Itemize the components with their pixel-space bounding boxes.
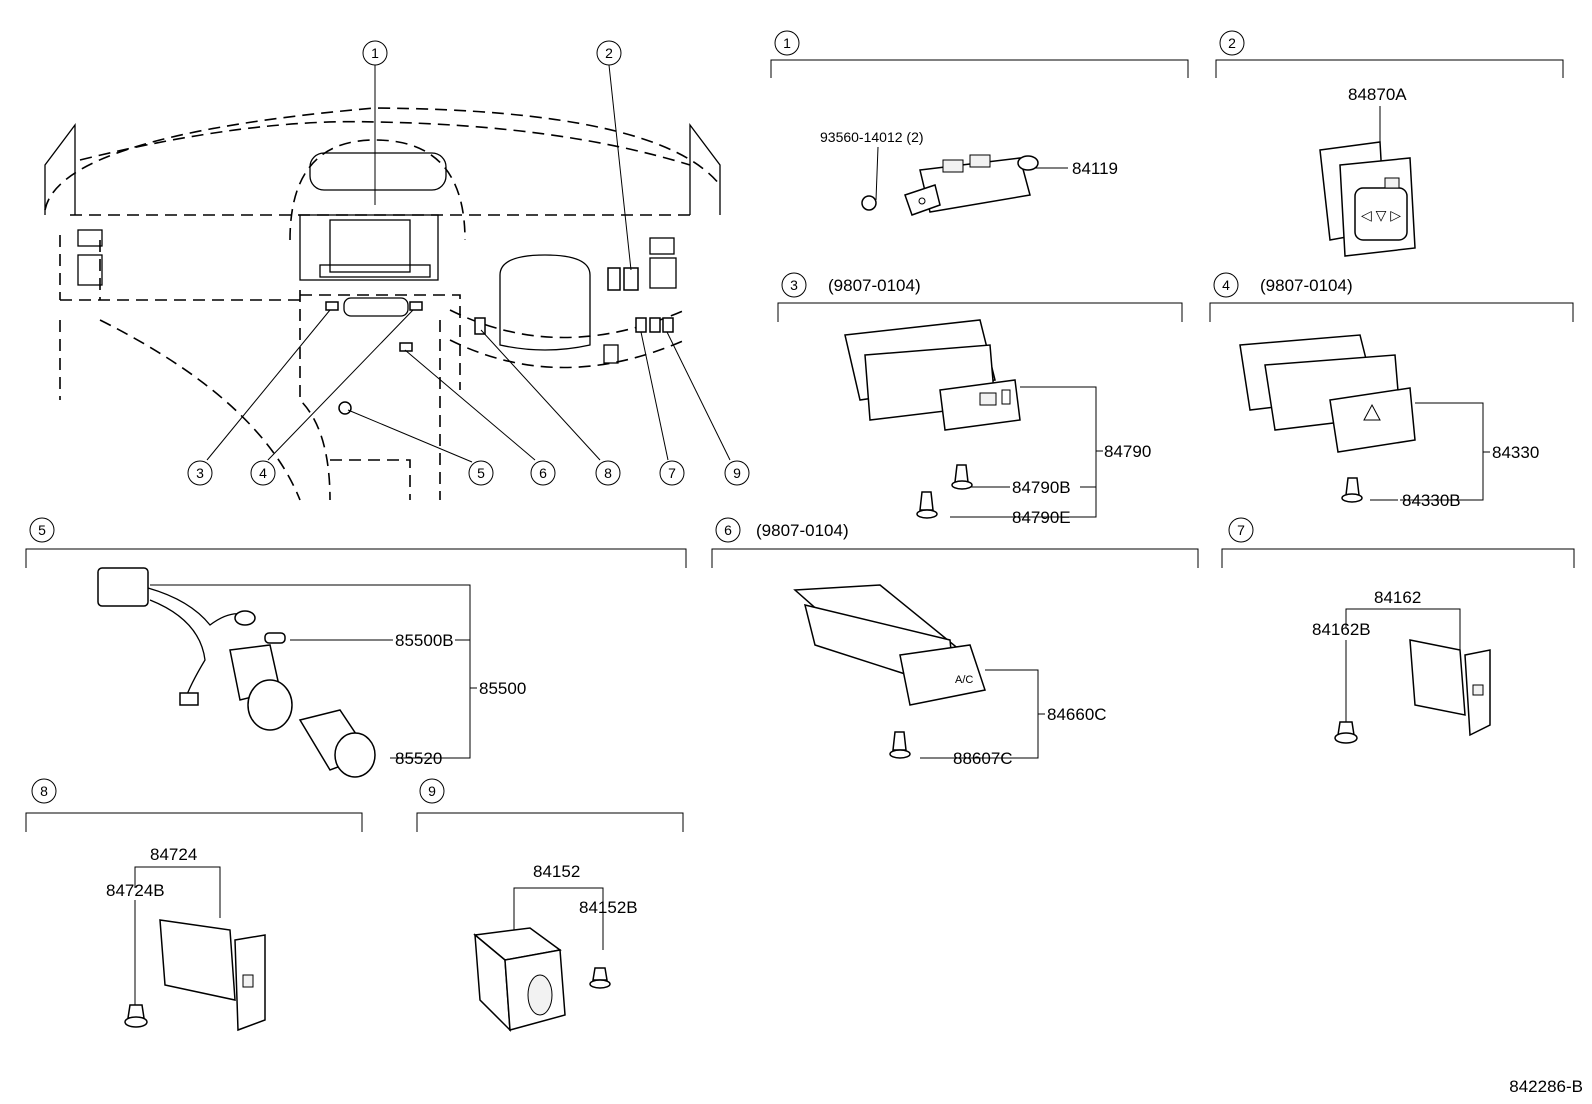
callout-1: 1	[371, 45, 379, 61]
overview-leaders	[206, 64, 731, 463]
section-7-number: 7	[1237, 522, 1245, 538]
part-84330: 84330	[1492, 443, 1539, 462]
callout-4: 4	[259, 465, 267, 481]
section-3-number: 3	[790, 277, 798, 293]
section-5-number: 5	[38, 522, 46, 538]
callout-9: 9	[733, 465, 741, 481]
part-84152: 84152	[533, 862, 580, 881]
part-84790: 84790	[1104, 442, 1151, 461]
section-6: 6 (9807-0104) A/C 84660C 88607C	[711, 517, 1199, 768]
part-84162: 84162	[1374, 588, 1421, 607]
part-93560-14012: 93560-14012 (2)	[820, 129, 924, 145]
section-4-number: 4	[1222, 277, 1230, 293]
section-9-number: 9	[428, 783, 436, 799]
callout-5: 5	[477, 465, 485, 481]
callout-8: 8	[604, 465, 612, 481]
section-3-date: (9807-0104)	[828, 276, 921, 295]
section-9: 9 84152 84152B	[416, 778, 684, 1032]
section-3: 3 (9807-0104) 84790 84790B 84790E	[777, 272, 1183, 527]
svg-text:◁ ▽ ▷: ◁ ▽ ▷	[1361, 207, 1401, 223]
part-84162B: 84162B	[1312, 620, 1371, 639]
part-85500: 85500	[479, 679, 526, 698]
part-85500B: 85500B	[395, 631, 454, 650]
part-84870A: 84870A	[1348, 85, 1407, 104]
ac-button-label: A/C	[955, 674, 973, 686]
diagram-id: 842286-B	[1509, 1077, 1583, 1096]
dashboard-overview	[44, 107, 721, 501]
section-2: 2 84870A ◁ ▽ ▷	[1215, 30, 1564, 257]
overview-callouts: 1 2 3 4 5 6 8 7 9	[187, 40, 750, 486]
part-84790E: 84790E	[1012, 508, 1071, 527]
part-84724B: 84724B	[106, 881, 165, 900]
section-7: 7 84162 84162B	[1221, 517, 1575, 744]
part-85520: 85520	[395, 749, 442, 768]
part-84660C: 84660C	[1047, 705, 1107, 724]
part-84724: 84724	[150, 845, 197, 864]
section-2-number: 2	[1228, 35, 1236, 51]
section-1-number: 1	[783, 35, 791, 51]
section-4-date: (9807-0104)	[1260, 276, 1353, 295]
callout-7: 7	[668, 465, 676, 481]
callout-2: 2	[605, 45, 613, 61]
part-84119: 84119	[1072, 159, 1118, 178]
section-8-number: 8	[40, 783, 48, 799]
part-84152B: 84152B	[579, 898, 638, 917]
callout-6: 6	[539, 465, 547, 481]
section-6-number: 6	[724, 522, 732, 538]
section-6-date: (9807-0104)	[756, 521, 849, 540]
section-1: 1 93560-14012 (2) 84119	[770, 30, 1189, 216]
part-88607C: 88607C	[953, 749, 1013, 768]
callout-3: 3	[196, 465, 204, 481]
section-5: 5 85500B 85500 85520	[25, 517, 687, 778]
part-84330B: 84330B	[1402, 491, 1461, 510]
section-4: 4 (9807-0104) 84330 84330B	[1209, 272, 1574, 510]
section-8: 8 84724 84724B	[25, 778, 363, 1032]
part-84790B: 84790B	[1012, 478, 1071, 497]
